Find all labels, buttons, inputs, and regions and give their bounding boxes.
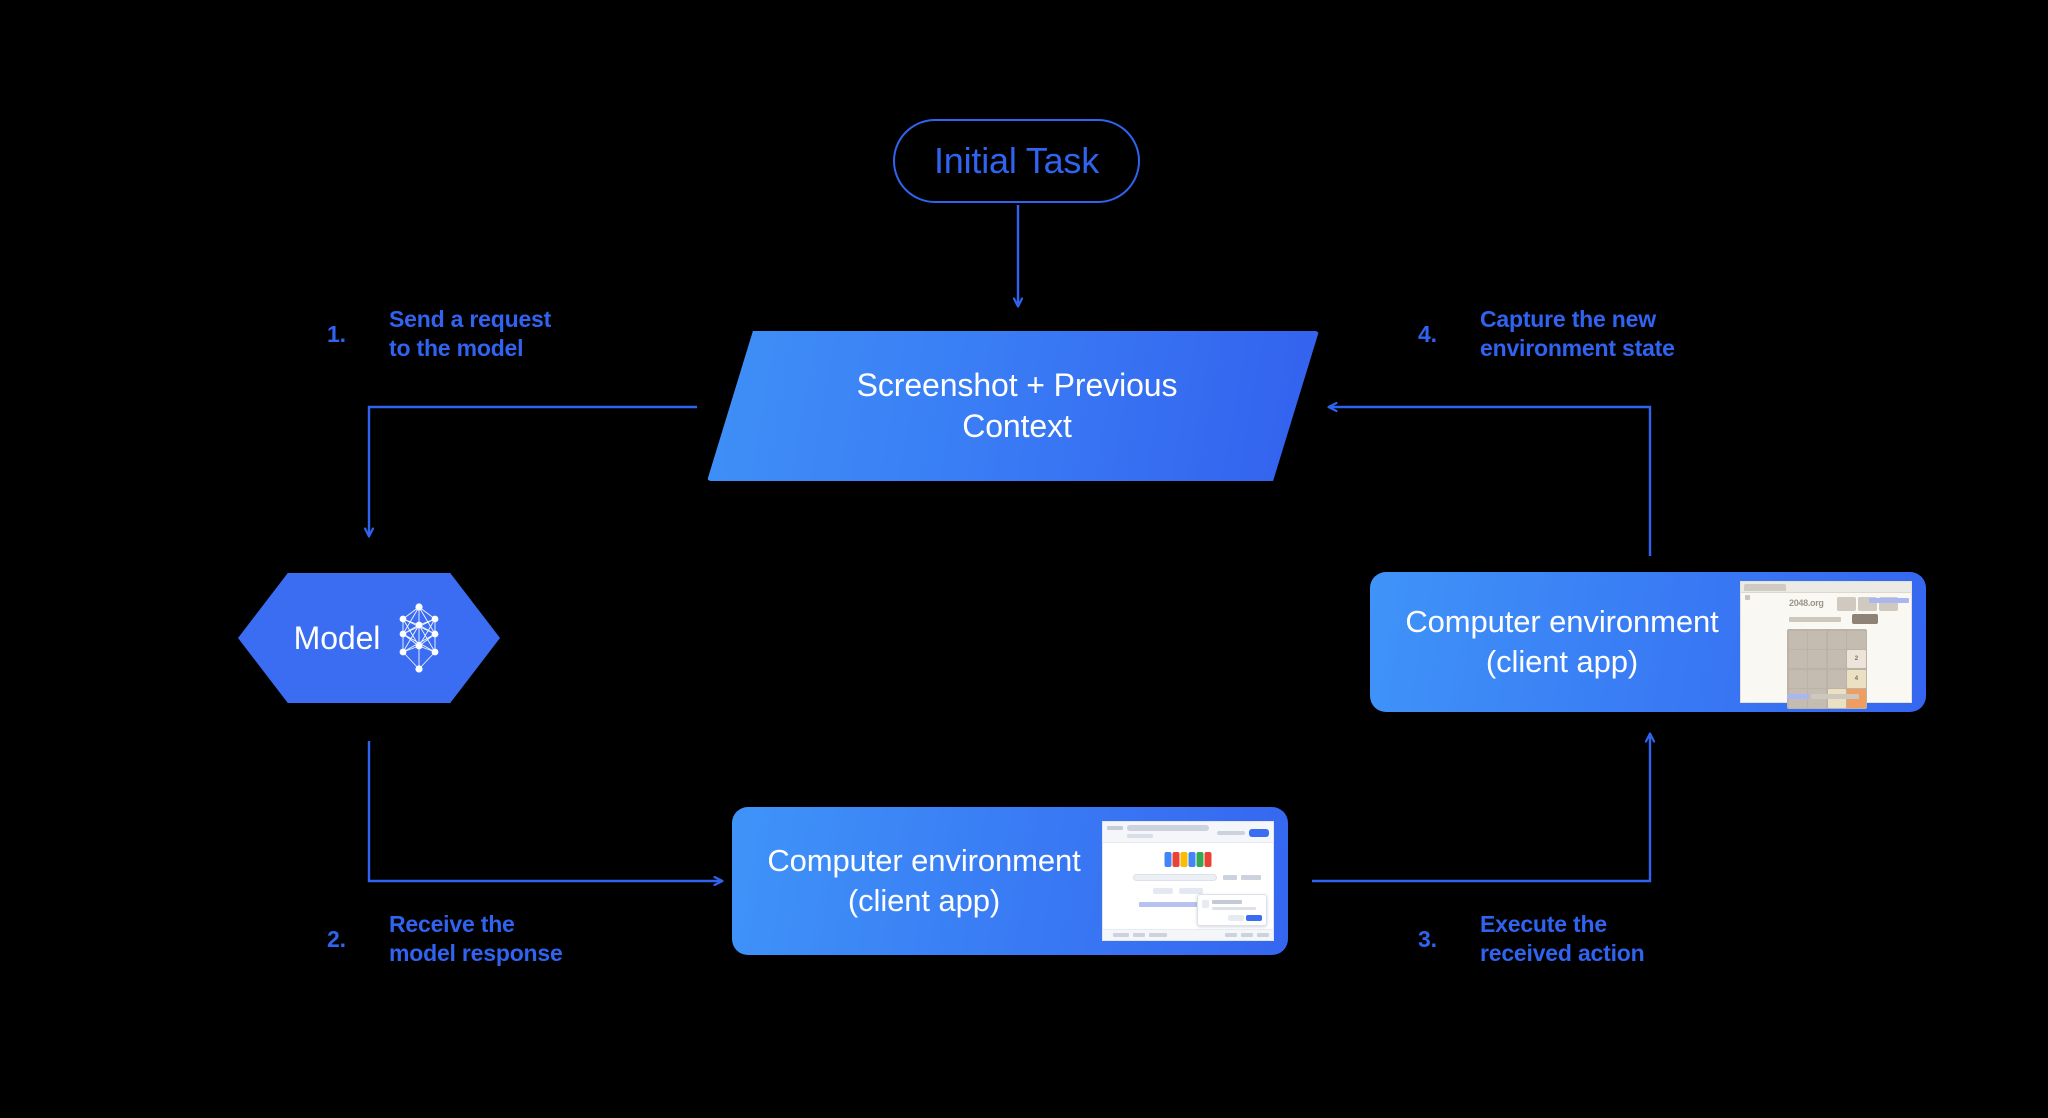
page-link: [1869, 598, 1909, 603]
search-input: [1133, 874, 1217, 881]
page-footer: [1103, 929, 1273, 940]
step-2-text: Receive the model response: [389, 911, 563, 966]
tile: [1808, 669, 1827, 688]
tile: [1827, 669, 1846, 688]
thumbnail-google-wrap: [1102, 821, 1274, 941]
screenshot-context-node[interactable]: Screenshot + Previous Context: [707, 331, 1319, 481]
language-links: [1139, 902, 1217, 907]
tile: 2: [1847, 650, 1866, 669]
address-bar: [1127, 825, 1209, 831]
connector-right-env-to-context: [1327, 401, 1652, 556]
popup-cancel-button: [1228, 915, 1244, 921]
initial-task-label: Initial Task: [933, 140, 1099, 181]
google-logo: [1164, 852, 1212, 867]
connector-bottom-env-to-right-env: [1312, 732, 1656, 883]
toolbar-items: [1217, 831, 1245, 835]
google-search-screenshot: [1102, 821, 1274, 941]
step-4: 4. Capture the new environment state: [1418, 305, 1675, 363]
popup-body: [1212, 907, 1256, 910]
voice-search-icon: [1223, 875, 1237, 880]
search-button: [1153, 888, 1173, 894]
connector-model-to-bottom-env: [367, 741, 724, 887]
screenshot-context-label: Screenshot + Previous Context: [856, 367, 1178, 444]
connector-context-to-model: [363, 405, 697, 538]
subtitle-line: [1789, 617, 1841, 622]
popup-icon: [1202, 900, 1209, 908]
initial-task-node[interactable]: Initial Task: [893, 119, 1140, 203]
environment-card-right[interactable]: Computer environment (client app) 2048.o…: [1370, 572, 1926, 712]
lens-search-icon: [1241, 875, 1261, 880]
step-4-text: Capture the new environment state: [1480, 306, 1675, 361]
step-3-number: 3.: [1418, 925, 1437, 952]
tile: [1808, 630, 1827, 649]
address-subtext: [1127, 834, 1153, 838]
2048-game-screenshot: 2048.org 2: [1740, 581, 1912, 709]
step-1-number: 1.: [327, 320, 346, 347]
site-title-2048: 2048.org: [1789, 598, 1824, 608]
tile: [1827, 650, 1846, 669]
environment-card-bottom[interactable]: Computer environment (client app): [732, 807, 1288, 955]
neural-network-icon: [399, 603, 439, 673]
browser-tab: [1744, 583, 1786, 591]
tile: [1827, 630, 1846, 649]
nav-buttons: [1107, 826, 1123, 830]
page-footer: [1787, 694, 1867, 699]
step-3: 3. Execute the received action: [1418, 910, 1645, 968]
step-4-number: 4.: [1418, 320, 1437, 347]
score-box: [1837, 597, 1856, 611]
dialog-popup: [1197, 894, 1267, 926]
lucky-button: [1179, 888, 1203, 894]
new-game-button: [1852, 614, 1878, 624]
tile: [1788, 650, 1807, 669]
tile: 4: [1847, 669, 1866, 688]
tile: [1808, 650, 1827, 669]
model-node[interactable]: Model: [238, 573, 500, 703]
step-1: 1. Send a request to the model: [327, 305, 551, 363]
step-2-number: 2.: [327, 925, 346, 952]
browser-chrome-bar: [1741, 582, 1911, 593]
popup-confirm-button: [1246, 915, 1262, 921]
environment-bottom-label: Computer environment (client app): [767, 843, 1081, 918]
sign-in-button: [1249, 829, 1269, 837]
step-1-text: Send a request to the model: [389, 306, 552, 361]
tile: [1788, 669, 1807, 688]
model-label: Model: [293, 619, 381, 656]
popup-title: [1212, 900, 1242, 904]
thumbnail-2048-wrap: 2048.org 2: [1740, 581, 1912, 709]
step-3-text: Execute the received action: [1480, 911, 1645, 966]
favicon-dot: [1745, 595, 1750, 600]
environment-right-label: Computer environment (client app): [1405, 604, 1719, 679]
step-2: 2. Receive the model response: [327, 910, 563, 968]
tile: [1847, 630, 1866, 649]
tile: [1788, 630, 1807, 649]
